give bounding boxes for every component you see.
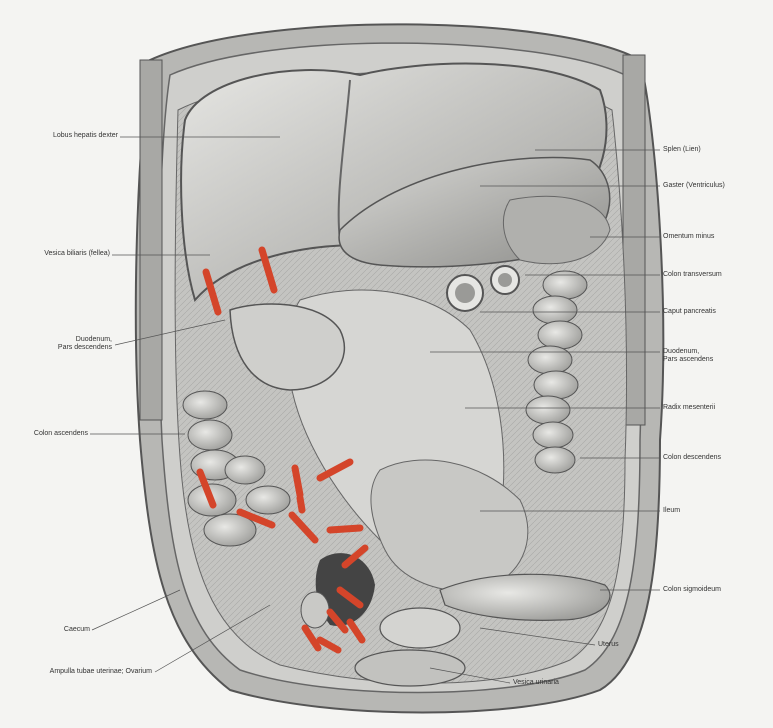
label-ampulla-tubae-ovarium: Ampulla tubae uterinae; Ovarium: [49, 668, 152, 675]
colon-sigmoideum: [439, 573, 611, 621]
uterus: [379, 607, 461, 649]
leader-lines: [90, 136, 660, 684]
label-omentum-minus: Omentum minus: [663, 233, 715, 240]
label-caecum: Caecum: [63, 626, 90, 633]
label-colon-descendens: Colon descendens: [663, 454, 721, 461]
label-duodenum-pars-ascendens: Duodenum, Pars ascendens: [663, 348, 714, 363]
duodenum: [229, 303, 346, 391]
label-colon-ascendens: Colon ascendens: [33, 430, 88, 437]
label-duodenum-pars-descendens: Duodenum, Pars descendens: [57, 336, 112, 351]
label-radix-mesenterii: Radix mesenterii: [663, 404, 716, 411]
label-uterus: Uterus: [598, 641, 619, 648]
label-vesica-urinaria: Vesica urinaria: [513, 679, 559, 686]
label-vesica-biliaris: Vesica biliaris (fellea): [44, 250, 110, 257]
label-colon-sigmoideum: Colon sigmoideum: [663, 586, 721, 593]
label-gaster: Gaster (Ventriculus): [663, 182, 725, 189]
label-lobus-hepatis-dexter: Lobus hepatis dexter: [53, 132, 118, 139]
colon-descendens: [525, 270, 588, 474]
label-splen: Splen (Lien): [663, 146, 701, 153]
label-colon-transversum: Colon transversum: [663, 271, 722, 278]
colon-ascendens: [182, 390, 291, 547]
vesica-urinaria: [354, 649, 466, 687]
label-caput-pancreatis: Caput pancreatis: [663, 308, 716, 315]
vessels-red: [196, 246, 369, 654]
label-ileum: Ileum: [663, 507, 681, 514]
